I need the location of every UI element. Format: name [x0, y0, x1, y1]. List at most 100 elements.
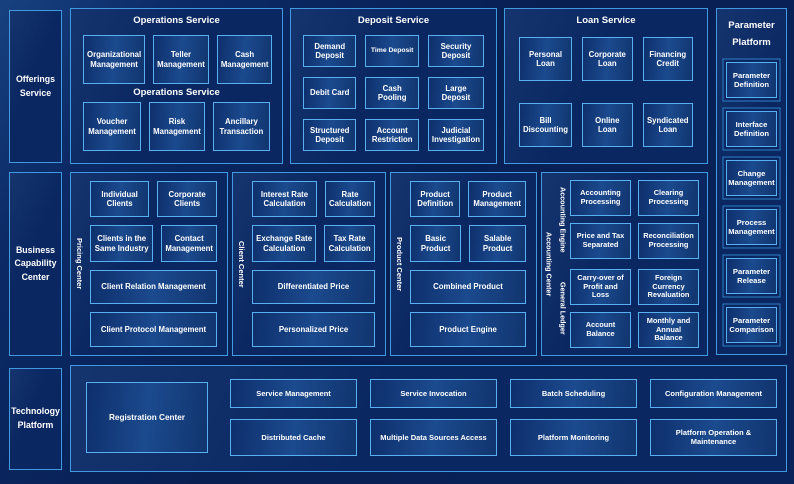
accounting-engine-grid: Accounting Processing Clearing Processin… — [570, 180, 699, 259]
node-client-relation-management: Client Relation Management — [90, 269, 217, 305]
node-online-loan: Online Loan — [582, 103, 633, 147]
node-distributed-cache: Distributed Cache — [230, 418, 357, 456]
product-center-body: Product Definition Product Management Ba… — [408, 173, 536, 355]
node-foreign-currency-revaluation: Foreign Currency Revaluation — [638, 269, 699, 305]
accounting-center-panel: Accounting Center Accounting Engine Acco… — [541, 172, 708, 356]
node-corporate-clients: Corporate Clients — [157, 181, 217, 218]
node-structured-deposit: Structured Deposit — [303, 119, 357, 151]
offerings-service-label: Offerings Service — [15, 73, 56, 98]
node-reconciliation-processing: Reconciliation Processing — [638, 223, 699, 259]
node-change-management: Change Management — [726, 160, 777, 197]
node-product-engine: Product Engine — [410, 312, 526, 347]
node-teller-management: Teller Management — [153, 35, 209, 84]
node-demand-deposit: Demand Deposit — [303, 35, 357, 67]
operations-service-body: Organizational Management Teller Managem… — [71, 33, 282, 163]
client-center-body: Interest Rate Calculation Rate Calculati… — [250, 173, 385, 355]
node-multiple-data-sources-access: Multiple Data Sources Access — [370, 418, 497, 456]
operations-row-1: Organizational Management Teller Managem… — [83, 35, 273, 84]
accounting-engine-label: Accounting Engine — [558, 186, 568, 253]
business-capability-label: Business Capability Center — [14, 244, 57, 282]
node-clearing-processing: Clearing Processing — [638, 180, 699, 216]
general-ledger-grid: Carry-over of Profit and Loss Foreign Cu… — [570, 269, 699, 348]
node-large-deposit: Large Deposit — [427, 77, 484, 109]
sidebar-business-capability-center: Business Capability Center — [9, 172, 62, 356]
node-cash-management: Cash Management — [216, 35, 273, 84]
node-individual-clients: Individual Clients — [90, 181, 150, 218]
node-service-management: Service Management — [230, 379, 357, 408]
technology-platform-body: Registration Center Service Management S… — [71, 366, 786, 471]
node-registration-center: Registration Center — [86, 382, 208, 453]
node-configuration-management: Configuration Management — [650, 379, 777, 408]
node-cash-pooling: Cash Pooling — [365, 77, 419, 109]
operations-service-title: Operations Service — [133, 15, 220, 26]
node-financing-credit: Financing Credit — [642, 37, 693, 81]
node-accounting-processing: Accounting Processing — [570, 180, 631, 216]
node-debit-card: Debit Card — [303, 77, 357, 109]
accounting-center-label: Accounting Center — [544, 231, 554, 297]
pricing-center-body: Individual Clients Corporate Clients Cli… — [88, 173, 227, 355]
node-carry-over-profit-loss: Carry-over of Profit and Loss — [570, 269, 631, 305]
node-batch-scheduling: Batch Scheduling — [510, 379, 637, 408]
node-personalized-price: Personalized Price — [252, 312, 375, 347]
node-clients-same-industry: Clients in the Same Industry — [90, 225, 154, 262]
accounting-center-body: Accounting Engine Accounting Processing … — [556, 173, 707, 355]
general-ledger-group: General Ledger Carry-over of Profit and … — [556, 269, 699, 348]
node-platform-monitoring: Platform Monitoring — [510, 418, 637, 456]
node-organizational-management: Organizational Management — [83, 35, 146, 84]
node-personal-loan: Personal Loan — [519, 37, 573, 81]
deposit-service-grid: Demand Deposit Time Deposit Security Dep… — [291, 33, 496, 163]
operations-service-panel: Operations Service Organizational Manage… — [70, 8, 283, 164]
node-rate-calculation: Rate Calculation — [324, 181, 375, 218]
node-risk-management: Risk Management — [149, 102, 205, 151]
product-center-label: Product Center — [395, 236, 404, 292]
pricing-row-1: Individual Clients Corporate Clients — [90, 181, 217, 218]
operations-row-2: Voucher Management Risk Management Ancil… — [83, 102, 270, 151]
general-ledger-label: General Ledger — [558, 282, 568, 335]
node-account-balance: Account Balance — [570, 312, 631, 348]
client-row-2: Exchange Rate Calculation Tax Rate Calcu… — [252, 225, 375, 262]
product-row-1: Product Definition Product Management — [410, 181, 526, 218]
node-contact-management: Contact Management — [161, 225, 217, 262]
node-exchange-rate-calculation: Exchange Rate Calculation — [252, 225, 317, 262]
client-center-panel: Client Center Interest Rate Calculation … — [232, 172, 386, 356]
node-process-management: Process Management — [726, 209, 777, 246]
product-center-panel: Product Center Product Definition Produc… — [390, 172, 537, 356]
node-combined-product: Combined Product — [410, 269, 526, 305]
loan-service-panel: Loan Service Personal Loan Corporate Loa… — [504, 8, 708, 164]
node-time-deposit: Time Deposit — [365, 35, 419, 67]
node-tax-rate-calculation: Tax Rate Calculation — [324, 225, 375, 262]
client-center-label: Client Center — [237, 240, 246, 288]
loan-service-grid: Personal Loan Corporate Loan Financing C… — [505, 33, 707, 163]
parameter-platform-panel: Parameter Platform Parameter Definition … — [716, 8, 787, 355]
node-syndicated-loan: Syndicated Loan — [642, 103, 693, 147]
client-row-1: Interest Rate Calculation Rate Calculati… — [252, 181, 375, 218]
node-corporate-loan: Corporate Loan — [582, 37, 633, 81]
node-judicial-investigation: Judicial Investigation — [427, 119, 484, 151]
node-security-deposit: Security Deposit — [427, 35, 484, 67]
technology-platform-label: Technology Platform — [11, 406, 60, 430]
node-parameter-release: Parameter Release — [726, 258, 777, 295]
technology-grid: Service Management Service Invocation Ba… — [230, 379, 777, 456]
node-parameter-comparison: Parameter Comparison — [726, 307, 777, 343]
node-voucher-management: Voucher Management — [83, 102, 142, 151]
product-row-2: Basic Product Salable Product — [410, 225, 526, 262]
pricing-row-2: Clients in the Same Industry Contact Man… — [90, 225, 217, 262]
technology-platform-panel: Registration Center Service Management S… — [70, 365, 787, 472]
deposit-service-title: Deposit Service — [357, 15, 430, 26]
deposit-service-panel: Deposit Service Demand Deposit Time Depo… — [290, 8, 497, 164]
node-basic-product: Basic Product — [410, 225, 462, 262]
node-interest-rate-calculation: Interest Rate Calculation — [252, 181, 317, 218]
sidebar-offerings-service: Offerings Service — [9, 10, 62, 163]
node-parameter-definition: Parameter Definition — [726, 62, 777, 99]
parameter-platform-body: Parameter Definition Interface Definitio… — [717, 58, 786, 354]
node-salable-product: Salable Product — [469, 225, 526, 262]
loan-service-title: Loan Service — [576, 15, 636, 26]
node-service-invocation: Service Invocation — [370, 379, 497, 408]
pricing-center-panel: Pricing Center Individual Clients Corpor… — [70, 172, 228, 356]
node-product-management: Product Management — [468, 181, 526, 218]
node-bill-discounting: Bill Discounting — [519, 103, 573, 147]
operations-service-mid-label: Operations Service — [133, 87, 220, 98]
node-ancillary-transaction: Ancillary Transaction — [212, 102, 270, 151]
node-platform-operation-maintenance: Platform Operation & Maintenance — [650, 418, 777, 456]
